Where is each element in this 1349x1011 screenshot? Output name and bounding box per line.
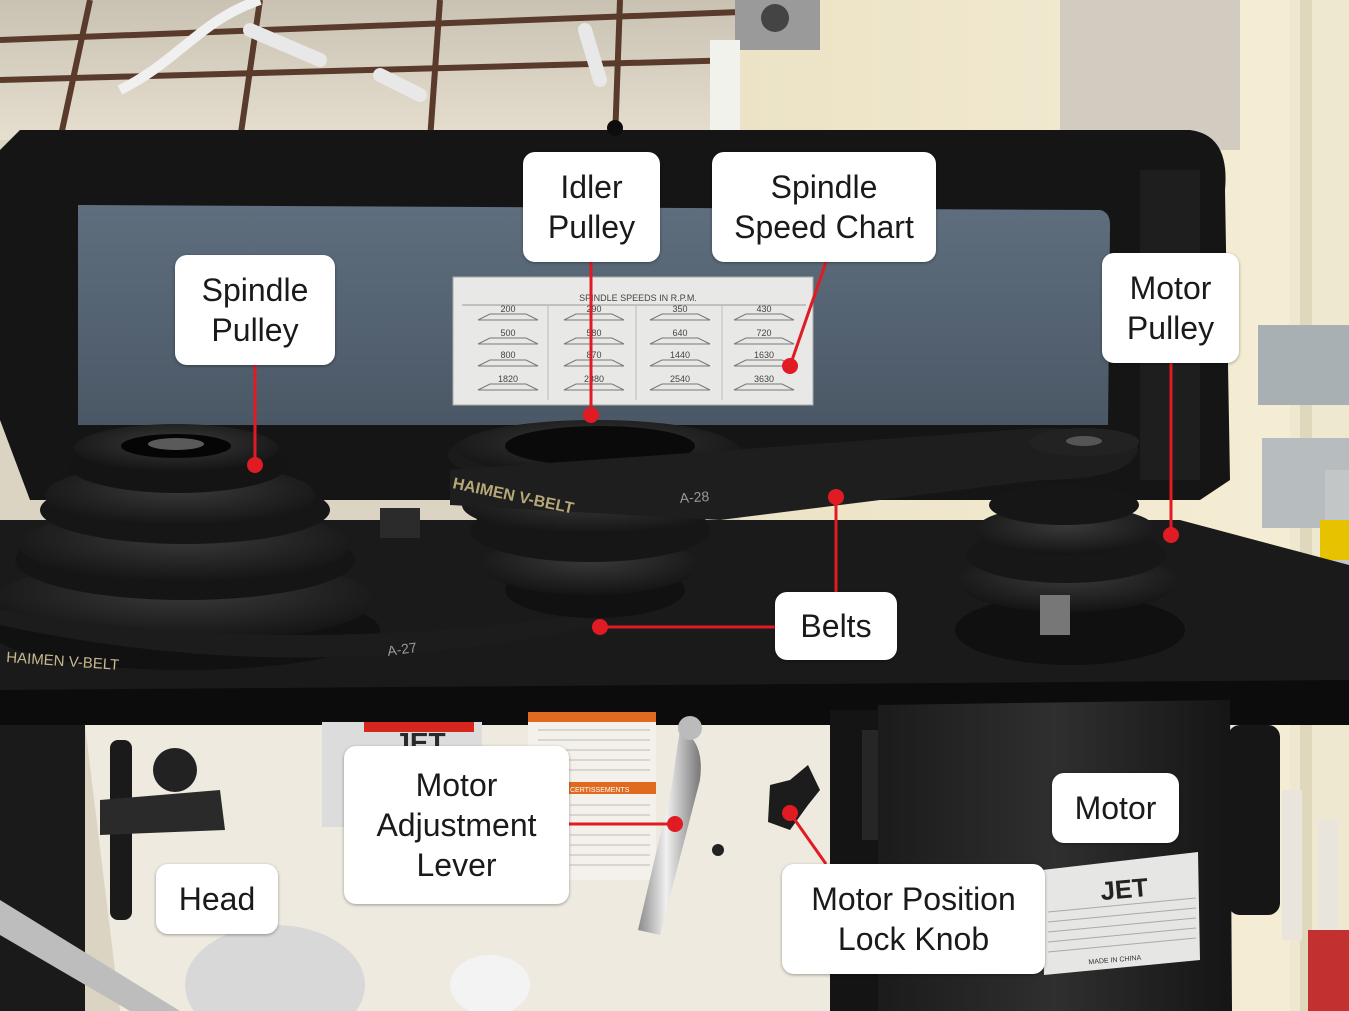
speed-chart-value: 870 <box>586 350 601 360</box>
speed-chart-value: 1630 <box>754 350 774 360</box>
pulley-diagram-icon <box>563 337 625 345</box>
pulley-diagram-icon <box>477 383 539 391</box>
svg-text:MADE IN CHINA: MADE IN CHINA <box>1088 955 1142 967</box>
pulley-diagram-icon <box>733 383 795 391</box>
speed-chart-value: 3630 <box>754 374 774 384</box>
pulley-diagram-icon <box>477 359 539 367</box>
speed-chart-value: 430 <box>756 304 771 314</box>
speed-chart-value: 200 <box>500 304 515 314</box>
speed-chart-value: 640 <box>672 328 687 338</box>
motor-pulley-label: Motor Pulley <box>1102 253 1239 363</box>
svg-text:A-27: A-27 <box>386 639 418 659</box>
speed-chart-value: 720 <box>756 328 771 338</box>
pulley-diagram-icon <box>563 383 625 391</box>
pulley-diagram-icon <box>733 359 795 367</box>
pulley-diagram-icon <box>563 313 625 321</box>
motor-position-lock-knob-label: Motor Position Lock Knob <box>782 864 1045 974</box>
pulley-diagram-icon <box>733 337 795 345</box>
motor-pulley-stack <box>955 428 1185 665</box>
motor-adjustment-lever-label: Motor Adjustment Lever <box>344 746 569 904</box>
speed-chart-value: 350 <box>672 304 687 314</box>
spindle-speed-chart-label: Spindle Speed Chart <box>712 152 936 262</box>
speed-chart-value: 800 <box>500 350 515 360</box>
pulley-diagram-icon <box>477 313 539 321</box>
callout-dots <box>247 358 1179 832</box>
pulley-diagram-icon <box>733 313 795 321</box>
speed-chart-value: 580 <box>586 328 601 338</box>
speed-chart-value: 1820 <box>498 374 518 384</box>
motor-label: Motor <box>1052 773 1179 843</box>
svg-text:JET: JET <box>1099 872 1149 906</box>
spindle-pulley-label: Spindle Pulley <box>175 255 335 365</box>
pulley-diagram-icon <box>649 337 711 345</box>
idler-pulley-label: Idler Pulley <box>523 152 660 262</box>
pulley-diagram-icon <box>477 337 539 345</box>
callout-lines <box>253 261 1173 865</box>
svg-text:SPINDLE SPEEDS IN R.P.M.: SPINDLE SPEEDS IN R.P.M. <box>579 293 697 303</box>
pulley-diagram-icon <box>649 383 711 391</box>
head-label: Head <box>156 864 278 934</box>
speed-chart-value: 2540 <box>670 374 690 384</box>
svg-text:CERTISSEMENTS: CERTISSEMENTS <box>570 787 630 794</box>
pulley-diagram-icon <box>649 359 711 367</box>
belts-label: Belts <box>775 592 897 660</box>
pulley-diagram-icon <box>563 359 625 367</box>
svg-text:A-28: A-28 <box>679 488 710 506</box>
speed-chart-value: 1440 <box>670 350 690 360</box>
speed-chart-value: 500 <box>500 328 515 338</box>
speed-chart-value: 290 <box>586 304 601 314</box>
pulley-diagram-icon <box>649 313 711 321</box>
speed-chart-decal: SPINDLE SPEEDS IN R.P.M. 200 290 350 430 500… <box>452 276 814 406</box>
speed-chart-value: 2380 <box>584 374 604 384</box>
